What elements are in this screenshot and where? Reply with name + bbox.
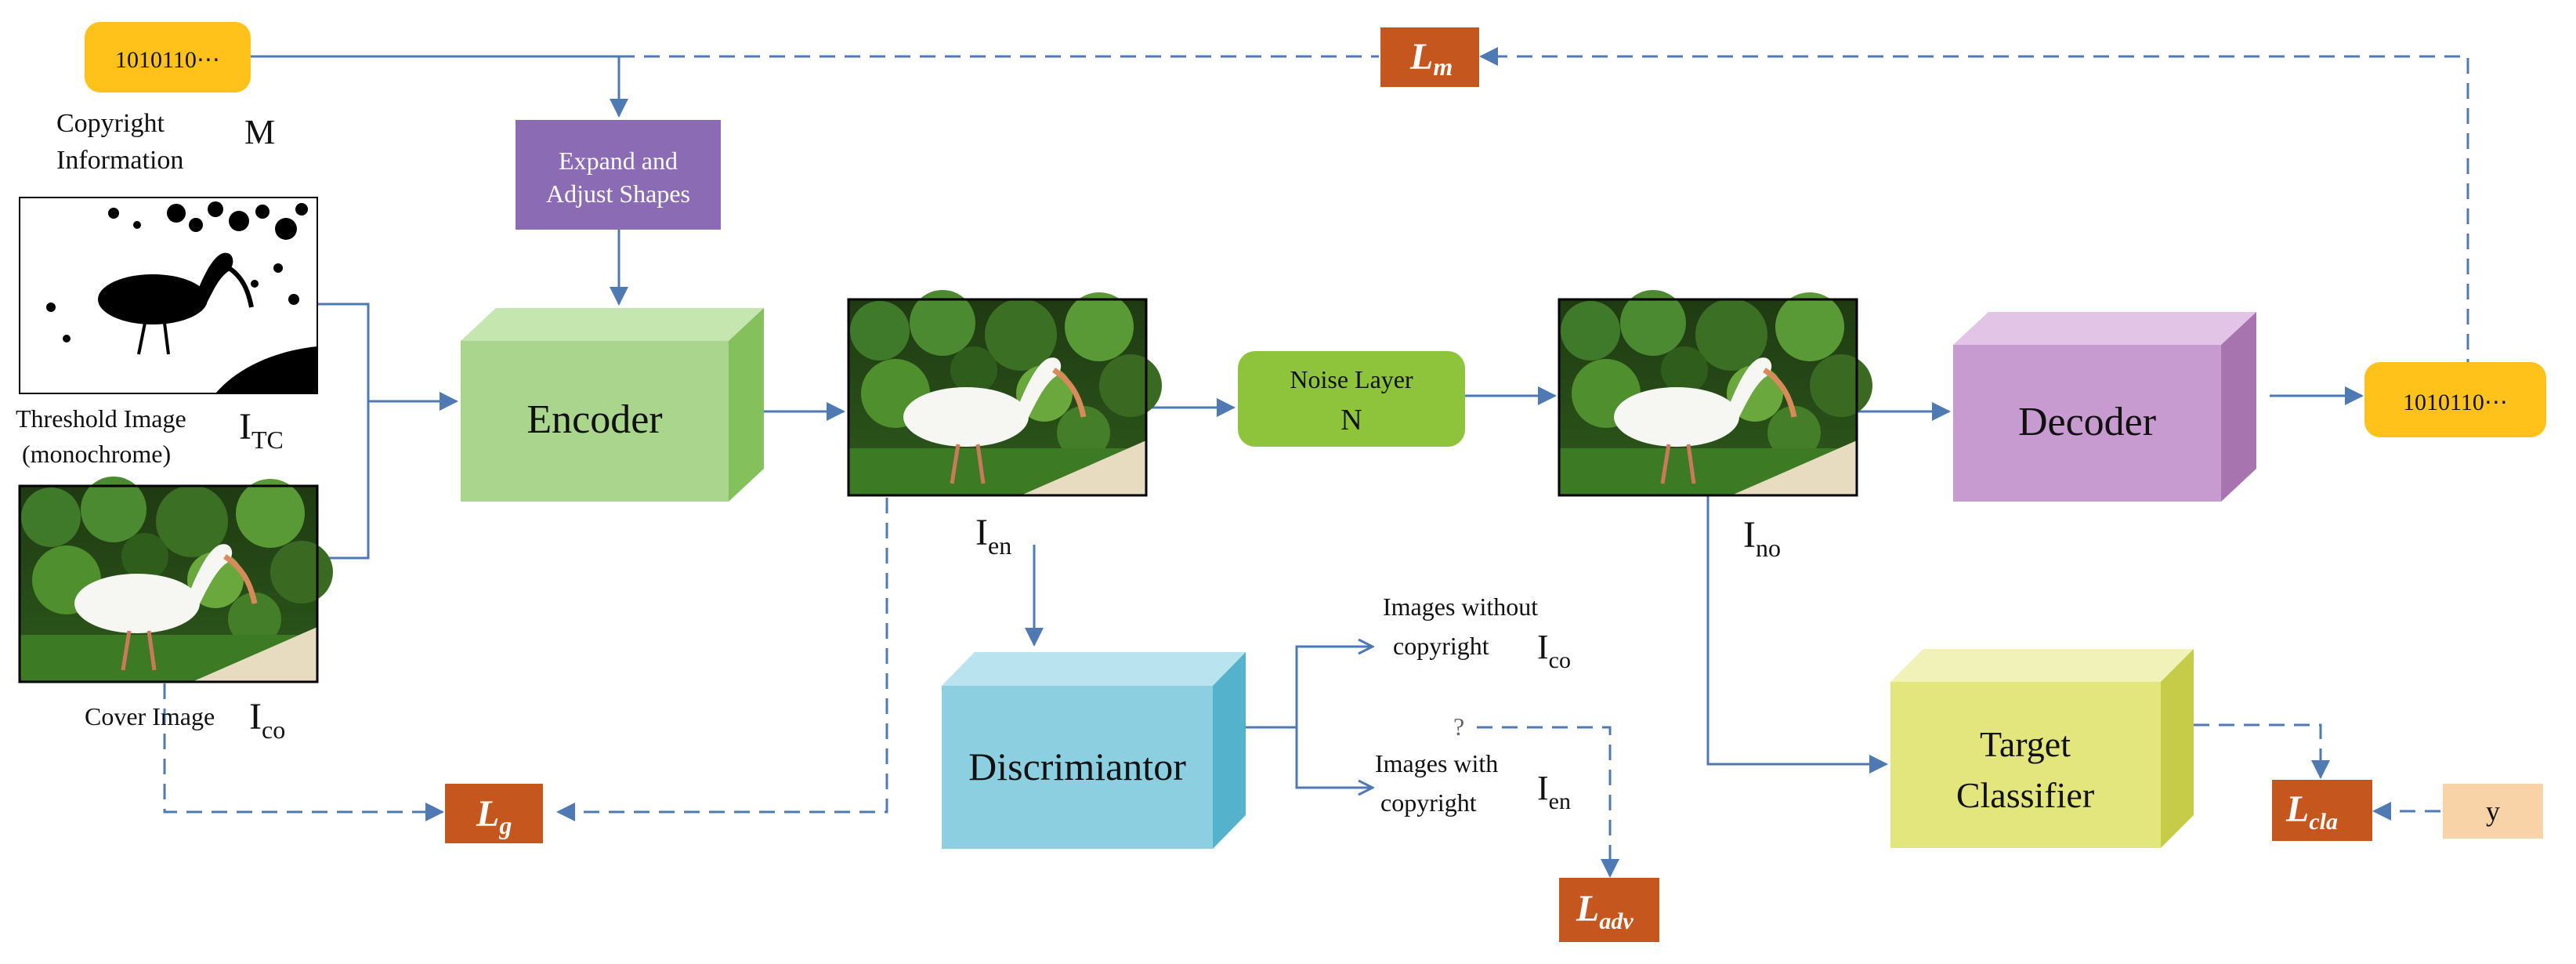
loss-lcla-main: L	[2285, 788, 2309, 830]
loss-lcla: Lcla	[2272, 780, 2372, 841]
expand-adjust-box	[516, 120, 721, 230]
discriminator-box	[942, 686, 1213, 849]
without-symbol-sub: co	[1549, 647, 1571, 673]
loss-lm-sub: m	[1433, 53, 1453, 81]
discriminator-block: Discrimiantor	[942, 652, 1246, 849]
noised-symbol-main: I	[1743, 514, 1756, 556]
arrow-disc-to-with	[1295, 727, 1373, 788]
classifier-line1: Target	[1980, 724, 2071, 764]
loss-ladv-sub: adv	[1599, 908, 1634, 934]
arrow-disc-to-without	[1246, 647, 1373, 729]
classifier-line2: Classifier	[1956, 775, 2094, 815]
copyright-info-line1: Copyright	[56, 109, 165, 138]
cover-symbol: Ico	[249, 696, 285, 744]
classifier-box	[1890, 682, 2161, 848]
dashed-cover-to-lg	[163, 658, 444, 821]
loss-lm-main: L	[1409, 36, 1433, 78]
cover-symbol-main: I	[249, 696, 262, 737]
loss-ladv-box	[1559, 878, 1659, 942]
discriminator-text: Discrimiantor	[968, 745, 1186, 788]
threshold-symbol: ITC	[239, 406, 284, 454]
dashed-encoded-to-lg	[556, 498, 888, 821]
loss-ladv-text: Ladv	[1576, 888, 1634, 934]
loss-lg-sub: g	[498, 811, 512, 839]
expand-line1: Expand and	[559, 147, 678, 175]
loss-ladv: Ladv	[1559, 878, 1659, 942]
message-input-text: 1010110⋯	[115, 47, 220, 73]
threshold-image	[20, 198, 317, 393]
loss-lg-main: L	[476, 793, 499, 835]
encoded-image	[848, 290, 1162, 495]
encoder-box	[461, 341, 729, 502]
question-mark: ?	[1453, 712, 1464, 741]
message-input-box	[85, 22, 251, 92]
loss-lm: Lm	[1380, 27, 1479, 87]
without-symbol: Ico	[1537, 628, 1571, 673]
arrow-message-to-expand	[251, 55, 628, 118]
decoder-block: Decoder	[1953, 312, 2256, 502]
encoded-symbol: Ien	[975, 512, 1011, 560]
with-symbol-sub: en	[1549, 788, 1571, 814]
message-output-box	[2364, 362, 2546, 437]
connectors	[251, 55, 2364, 788]
without-line2: copyright	[1393, 632, 1489, 660]
message-input: 1010110⋯	[85, 22, 251, 92]
without-symbol-main: I	[1537, 628, 1549, 666]
loss-connectors	[163, 47, 2469, 878]
arrow-noised-to-classifier	[1706, 494, 1888, 774]
dashed-question-to-ladv	[1477, 726, 1619, 878]
loss-lg-text: Lg	[476, 793, 512, 839]
threshold-label-line2: (monochrome)	[22, 440, 171, 468]
encoder-block: Encoder	[461, 308, 764, 502]
with-line2: copyright	[1380, 788, 1477, 817]
without-line1: Images without	[1383, 593, 1538, 621]
arrow-threshold-merge	[317, 303, 370, 560]
decoder-box	[1953, 345, 2221, 502]
noised-image	[1559, 290, 1872, 495]
encoded-symbol-main: I	[975, 512, 988, 553]
loss-lg-box	[445, 784, 543, 843]
noise-line1: Noise Layer	[1290, 365, 1413, 393]
noised-symbol-sub: no	[1756, 534, 1781, 562]
classifier-block: Target Classifier	[1890, 649, 2194, 848]
cover-label: Cover Image	[85, 702, 215, 730]
copyright-info-line2: Information	[56, 146, 183, 175]
with-line1: Images with	[1375, 749, 1498, 777]
loss-lg: Lg	[445, 784, 543, 843]
encoder-text: Encoder	[526, 397, 662, 442]
label-y: y	[2443, 784, 2543, 839]
threshold-label-line1: Threshold Image	[16, 404, 186, 433]
loss-lcla-box	[2272, 780, 2372, 841]
loss-lm-text: Lm	[1409, 36, 1453, 81]
dashed-classifier-to-lcla	[2194, 723, 2330, 779]
cover-image	[20, 477, 333, 682]
noise-layer-block: Noise Layer N	[1238, 351, 1465, 447]
threshold-symbol-sub: TC	[251, 426, 284, 454]
with-symbol-main: I	[1537, 769, 1549, 807]
dashed-out-to-lm	[1479, 47, 2469, 375]
noise-layer-box	[1238, 351, 1465, 447]
noised-symbol: Ino	[1743, 514, 1781, 562]
with-symbol: Ien	[1537, 769, 1571, 814]
label-y-box	[2443, 784, 2543, 839]
message-output: 1010110⋯	[2364, 362, 2546, 437]
noise-line2: N	[1340, 404, 1362, 437]
label-y-text: y	[2486, 795, 2500, 827]
encoded-symbol-sub: en	[988, 531, 1011, 560]
expand-line2: Adjust Shapes	[546, 179, 690, 208]
threshold-symbol-main: I	[239, 406, 251, 448]
loss-lcla-sub: cla	[2309, 809, 2338, 835]
loss-ladv-main: L	[1576, 888, 1599, 930]
decoder-text: Decoder	[2018, 400, 2156, 444]
loss-lm-box	[1380, 27, 1479, 87]
loss-lcla-text: Lcla	[2285, 788, 2338, 835]
copyright-symbol: M	[244, 113, 275, 151]
message-output-text: 1010110⋯	[2403, 390, 2508, 415]
cover-symbol-sub: co	[262, 716, 285, 744]
expand-adjust-block: Expand and Adjust Shapes	[516, 120, 721, 230]
